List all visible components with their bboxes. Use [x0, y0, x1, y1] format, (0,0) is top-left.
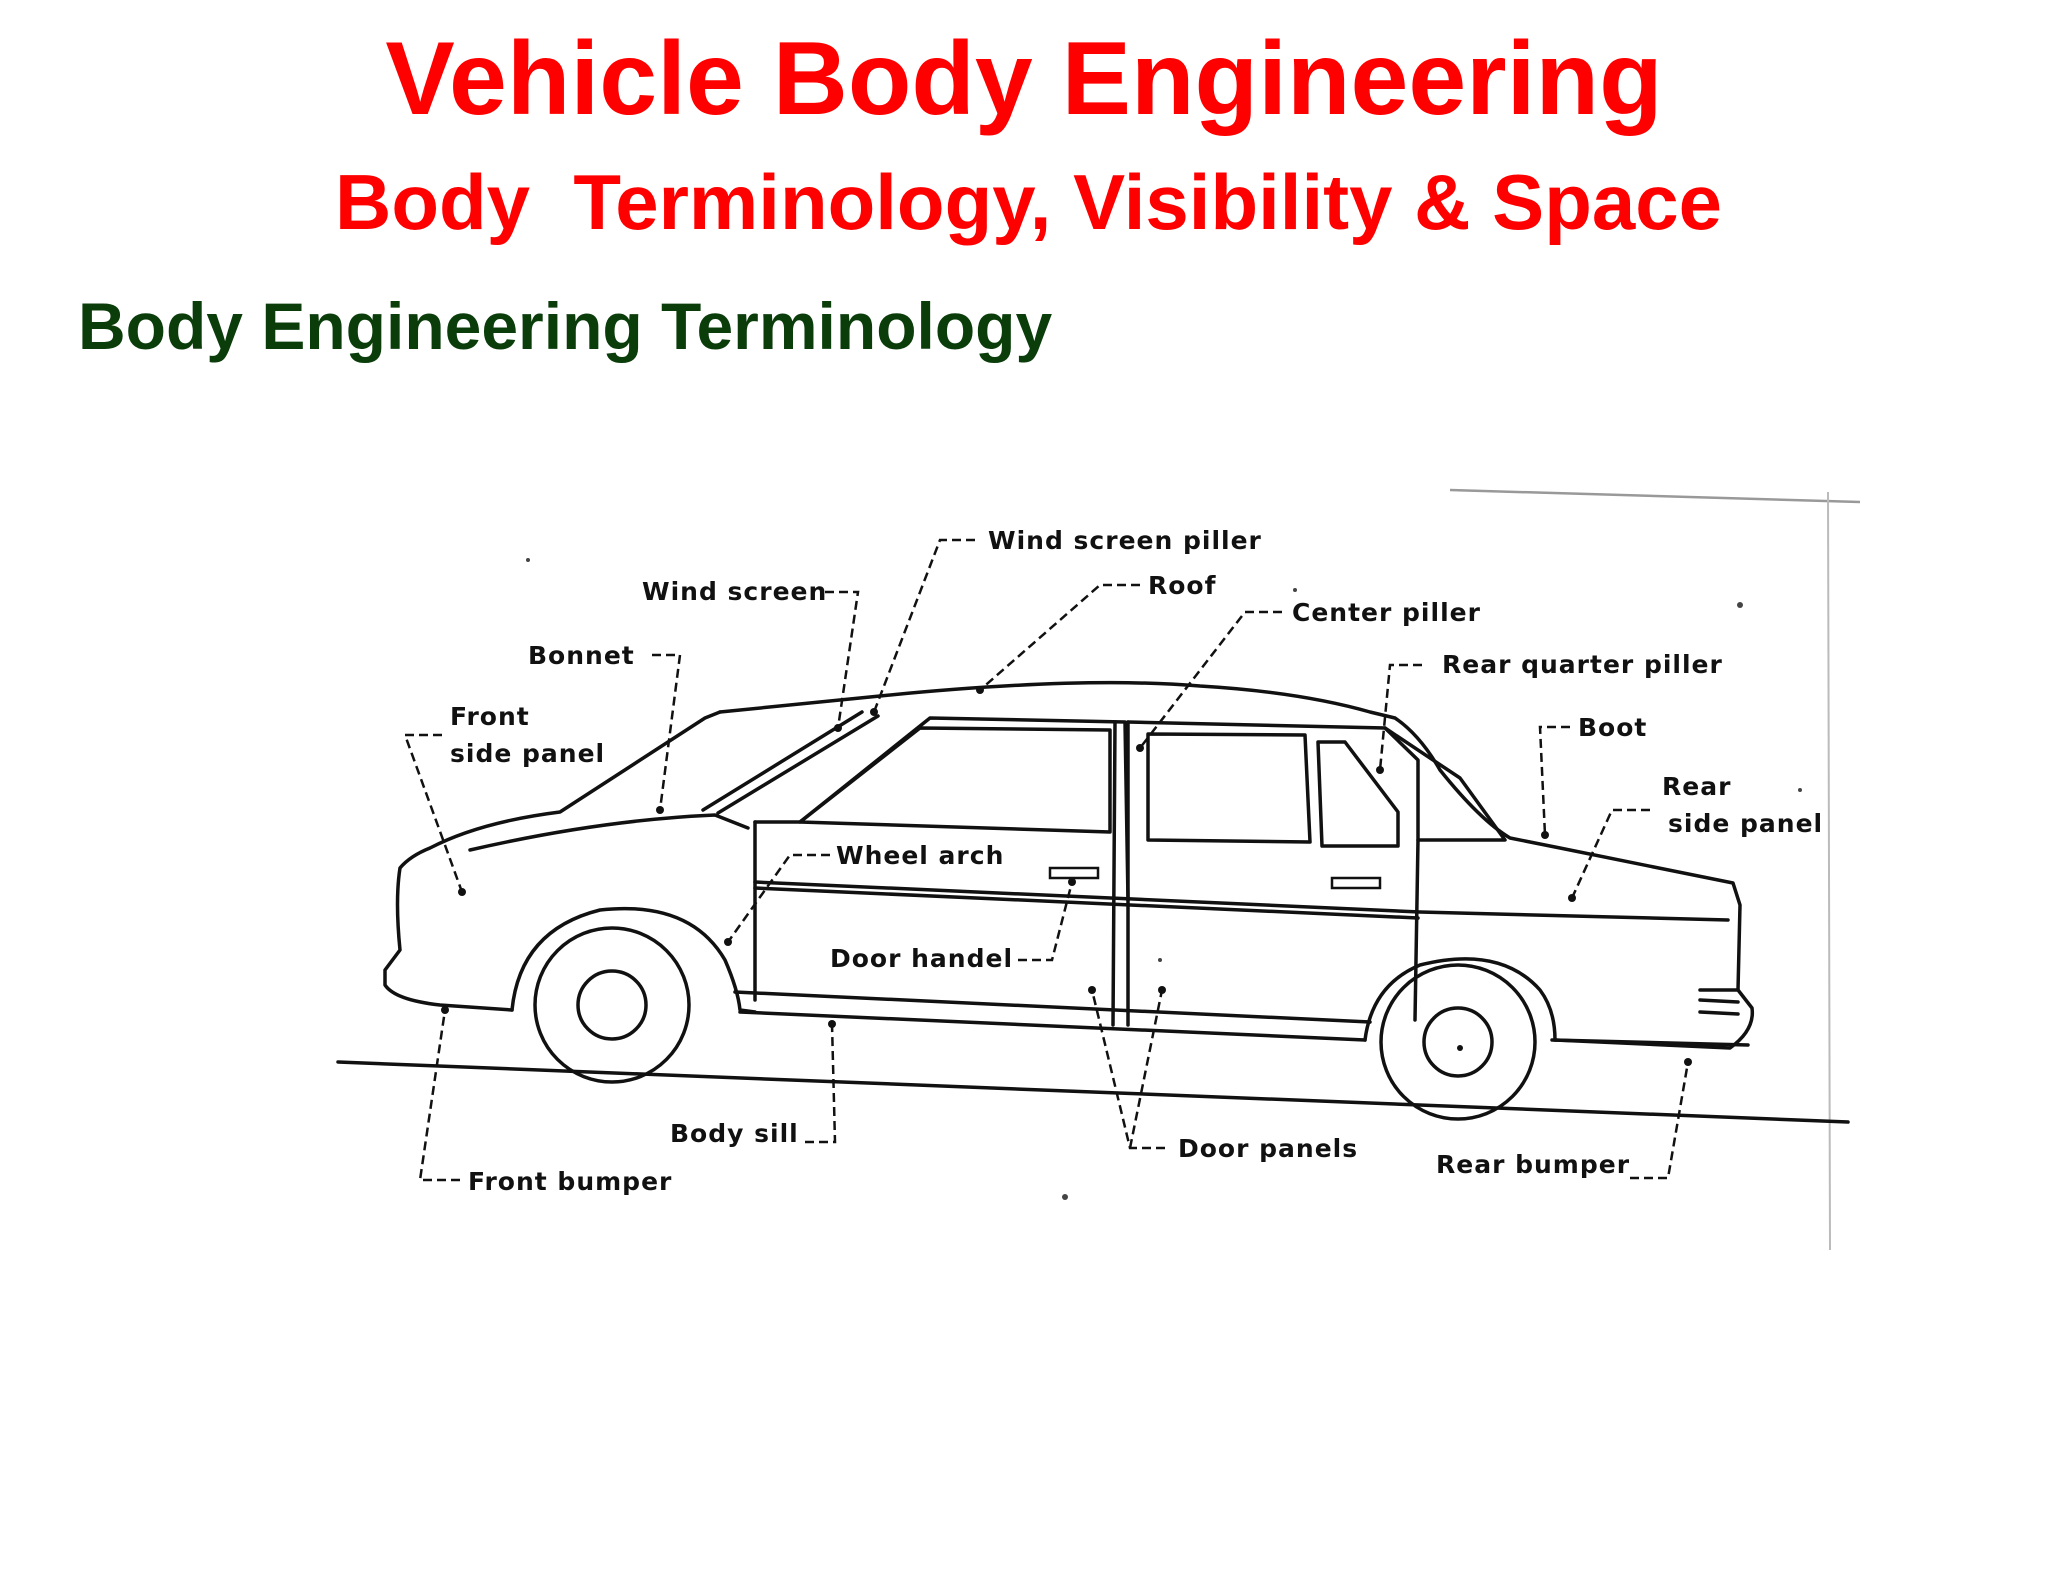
label-wheel-arch: Wheel arch	[836, 841, 1004, 870]
section-heading: Body Engineering Terminology	[78, 289, 1053, 363]
label-roof: Roof	[1148, 571, 1217, 600]
rear-wheel	[1379, 963, 1537, 1121]
label-front-bumper: Front bumper	[468, 1167, 672, 1196]
label-center-piller: Center piller	[1292, 598, 1481, 627]
car-outline	[383, 680, 1755, 1050]
diagram-labels: Wind screen piller Roof Wind screen Cent…	[450, 526, 1823, 1196]
label-front-side-panel-line2: side panel	[450, 739, 605, 768]
label-wind-screen-piller: Wind screen piller	[988, 526, 1262, 555]
scan-edge-top	[1449, 488, 1861, 504]
label-bonnet: Bonnet	[528, 641, 635, 670]
scan-edge-right	[1827, 491, 1831, 1251]
label-rear-side-panel-line1: Rear	[1662, 772, 1731, 801]
label-body-sill: Body sill	[670, 1119, 799, 1148]
label-door-handel: Door handel	[830, 944, 1013, 973]
label-rear-quarter-piller: Rear quarter piller	[1442, 650, 1723, 679]
label-wind-screen: Wind screen	[642, 577, 827, 606]
rear-door-handle	[1330, 876, 1382, 890]
label-door-panels: Door panels	[1178, 1134, 1358, 1163]
front-door-handle	[1048, 866, 1100, 880]
slide-subtitle: Body Terminology, Visibility & Space	[335, 158, 1722, 246]
scan-specks	[526, 558, 1802, 1200]
label-rear-side-panel-line2: side panel	[1668, 809, 1823, 838]
label-front-side-panel-line1: Front	[450, 702, 530, 731]
leader-arrowheads	[441, 686, 1692, 1066]
slide-title: Vehicle Body Engineering	[385, 21, 1663, 137]
label-rear-bumper: Rear bumper	[1436, 1150, 1630, 1179]
ground-line	[336, 1060, 1850, 1124]
front-wheel	[533, 926, 691, 1084]
label-boot: Boot	[1578, 713, 1647, 742]
leader-lines	[403, 538, 1690, 1182]
